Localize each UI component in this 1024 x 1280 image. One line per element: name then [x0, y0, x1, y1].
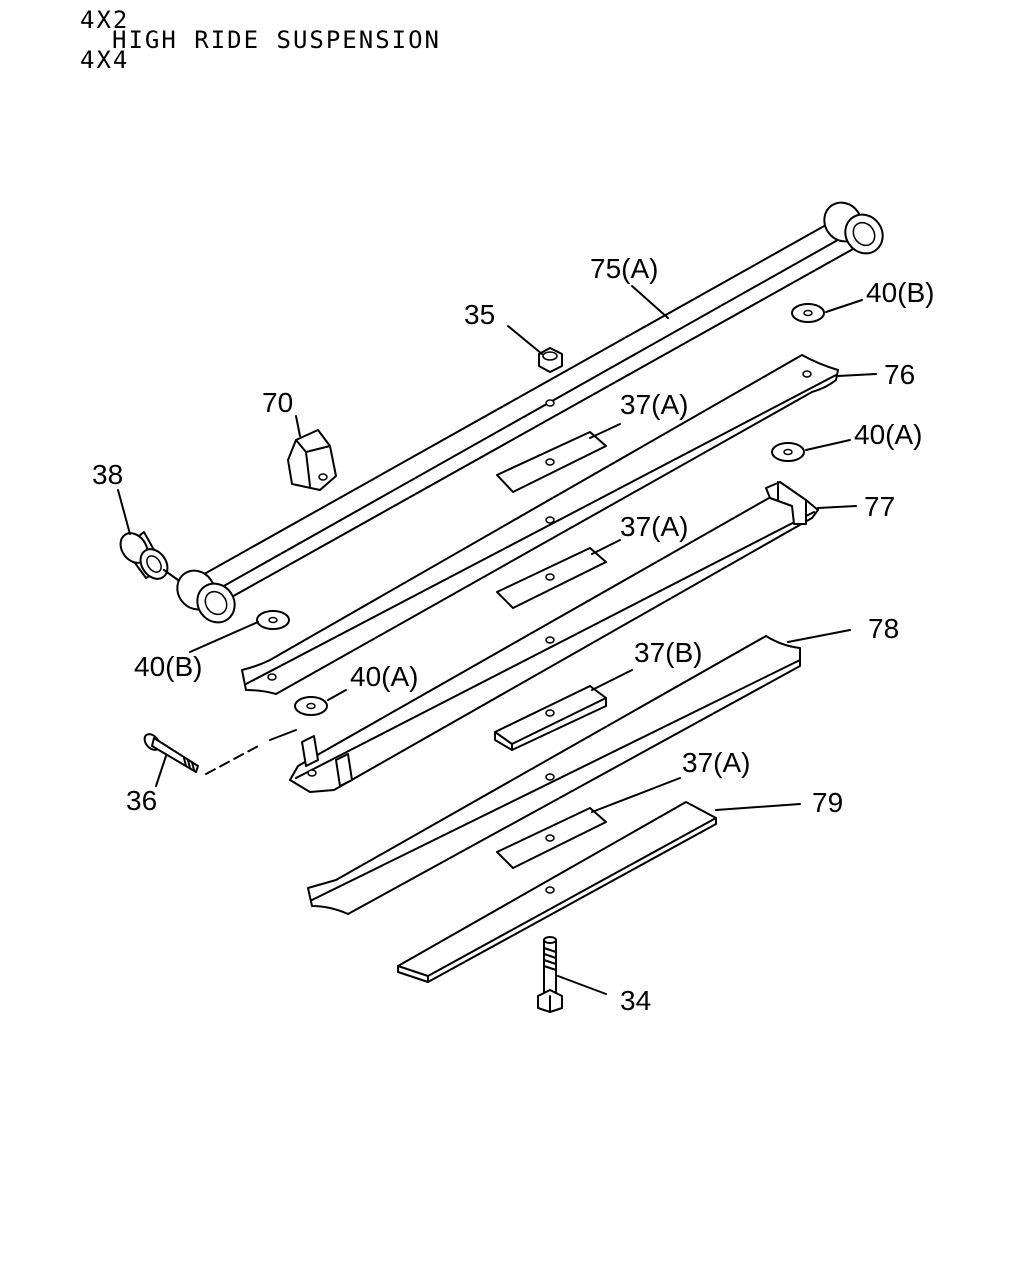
callout-76: 76 — [884, 359, 915, 390]
center-bolt-34 — [537, 936, 563, 1013]
liner-37b — [494, 685, 607, 751]
callout-37a-1: 37(A) — [620, 389, 688, 420]
callout-35: 35 — [464, 299, 495, 330]
callout-labels: 75(A) 35 40(B) 76 70 37(A) 40(A) 38 77 3… — [92, 253, 934, 1016]
callout-37a-3: 37(A) — [682, 747, 750, 778]
callout-70: 70 — [262, 387, 293, 418]
callout-40b-bottom: 40(B) — [134, 651, 202, 682]
header-title: HIGH RIDE SUSPENSION — [112, 26, 441, 54]
header-line-4x4: 4X4 — [80, 46, 130, 74]
callout-34: 34 — [620, 985, 651, 1016]
callout-40a-bottom: 40(A) — [350, 661, 418, 692]
washer-40b-bottom — [256, 610, 290, 630]
callout-37b: 37(B) — [634, 637, 702, 668]
leaf-76 — [241, 354, 839, 695]
callout-36: 36 — [126, 785, 157, 816]
callout-40a-top: 40(A) — [854, 419, 922, 450]
washer-40a-top — [771, 442, 805, 462]
callout-79: 79 — [812, 787, 843, 818]
callout-77: 77 — [864, 491, 895, 522]
callout-75a: 75(A) — [590, 253, 658, 284]
leader-lines — [117, 285, 877, 995]
liner-37a-1 — [496, 431, 607, 493]
bushing-38 — [119, 531, 169, 580]
liner-37a-3 — [496, 807, 607, 869]
bumper-70 — [287, 429, 337, 491]
callout-78: 78 — [868, 613, 899, 644]
liner-37a-2 — [496, 547, 607, 609]
washer-40b-top — [791, 303, 825, 323]
header-line-4x2: 4X2 — [80, 6, 130, 34]
main-leaf-75a — [176, 201, 884, 624]
callout-40b-top: 40(B) — [866, 277, 934, 308]
leaf-78 — [307, 635, 801, 915]
leaf-79 — [397, 801, 717, 983]
bolt-36 — [143, 729, 297, 775]
washer-40a-bottom — [294, 696, 328, 716]
callout-37a-2: 37(A) — [620, 511, 688, 542]
callout-38: 38 — [92, 459, 123, 490]
leaf-77 — [289, 481, 819, 793]
nut-35 — [538, 347, 563, 373]
